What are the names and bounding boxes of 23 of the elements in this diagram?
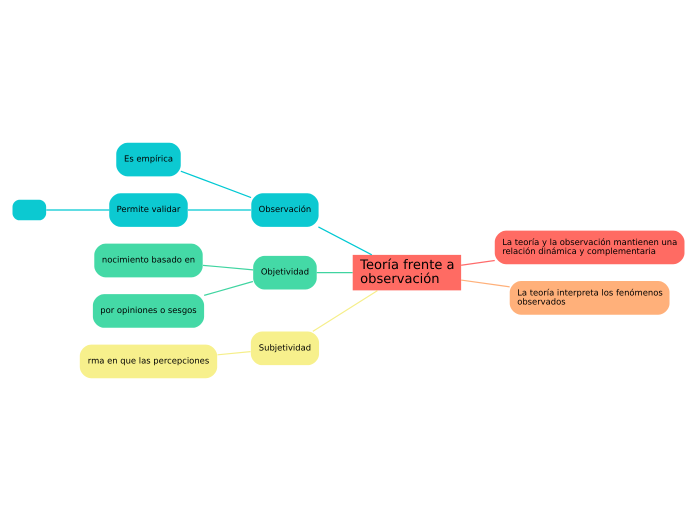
node-box: La teoría y la observación mantienen una relación dinámica y complementaria — [494, 230, 684, 264]
connector — [188, 208, 251, 210]
connector — [316, 272, 353, 273]
connector — [180, 170, 252, 198]
node-box: rma en que las percepciones — [80, 344, 218, 378]
node-box: Subjetividad — [250, 331, 320, 365]
node-box: Observación — [251, 192, 319, 226]
connector — [461, 259, 495, 266]
connector — [461, 278, 510, 287]
connector — [202, 264, 254, 270]
node-box: Teoría frente a observación — [352, 254, 462, 290]
node-box: La teoría interpreta los fenómenos observados — [510, 280, 670, 314]
connector — [318, 226, 372, 255]
node-box: por opiniones o sesgos — [92, 294, 204, 328]
connector — [217, 350, 251, 355]
connector — [204, 280, 254, 296]
connector — [312, 290, 378, 332]
connector — [46, 208, 110, 210]
node-box — [12, 199, 46, 220]
node-box: Es empírica — [116, 142, 181, 176]
node-box: Objetividad — [253, 255, 317, 289]
node-box: Permite validar — [109, 192, 188, 226]
node-box: nocimiento basado en — [94, 243, 203, 277]
